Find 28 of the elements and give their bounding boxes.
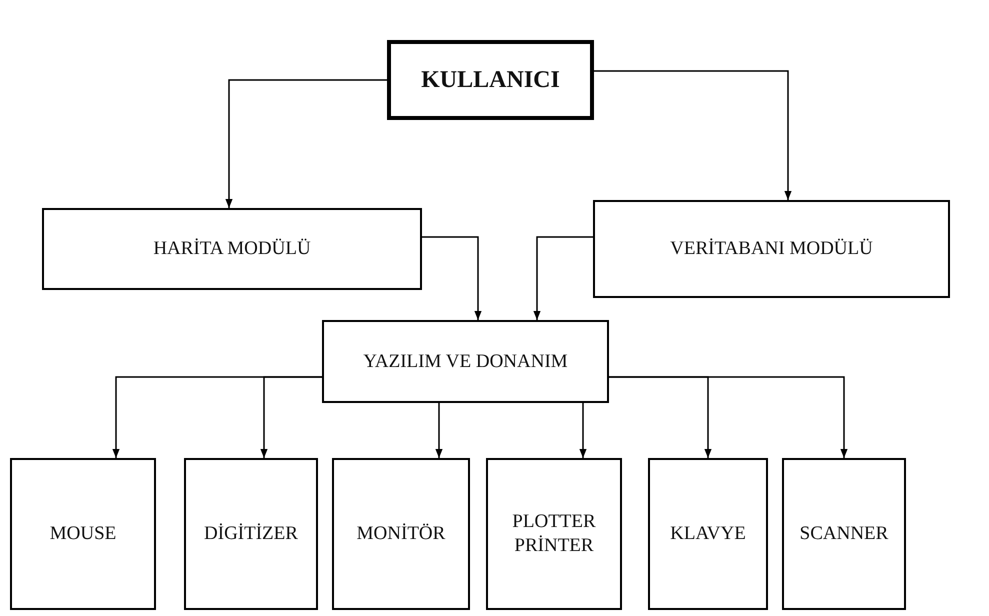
process-box bbox=[387, 40, 594, 120]
box-label: VERİTABANI MODÜLÜ bbox=[670, 237, 873, 261]
box-label: PLOTTER PRİNTER bbox=[511, 510, 597, 558]
process-box bbox=[10, 458, 156, 610]
arrow bbox=[260, 376, 322, 458]
box-label: KLAVYE bbox=[670, 522, 746, 546]
process-box bbox=[782, 458, 906, 610]
process-box bbox=[332, 458, 470, 610]
box-label: SCANNER bbox=[800, 522, 888, 546]
box-label: KULLANICI bbox=[421, 66, 560, 95]
arrow bbox=[579, 403, 587, 458]
process-box bbox=[593, 200, 950, 298]
box-label: MONİTÖR bbox=[356, 522, 446, 546]
process-box bbox=[184, 458, 318, 610]
process-box bbox=[648, 458, 768, 610]
box-label: YAZILIM VE DONANIM bbox=[363, 350, 568, 374]
box-label: HARİTA MODÜLÜ bbox=[153, 237, 311, 261]
box-label: DİGİTİZER bbox=[204, 522, 298, 546]
arrow bbox=[609, 376, 848, 458]
arrow bbox=[435, 403, 443, 458]
box-label: MOUSE bbox=[50, 522, 116, 546]
process-box bbox=[322, 320, 609, 403]
arrow bbox=[225, 79, 387, 208]
process-box bbox=[486, 458, 622, 610]
arrow bbox=[422, 236, 482, 320]
arrow bbox=[594, 70, 792, 200]
arrow bbox=[533, 236, 593, 320]
process-box bbox=[42, 208, 422, 290]
